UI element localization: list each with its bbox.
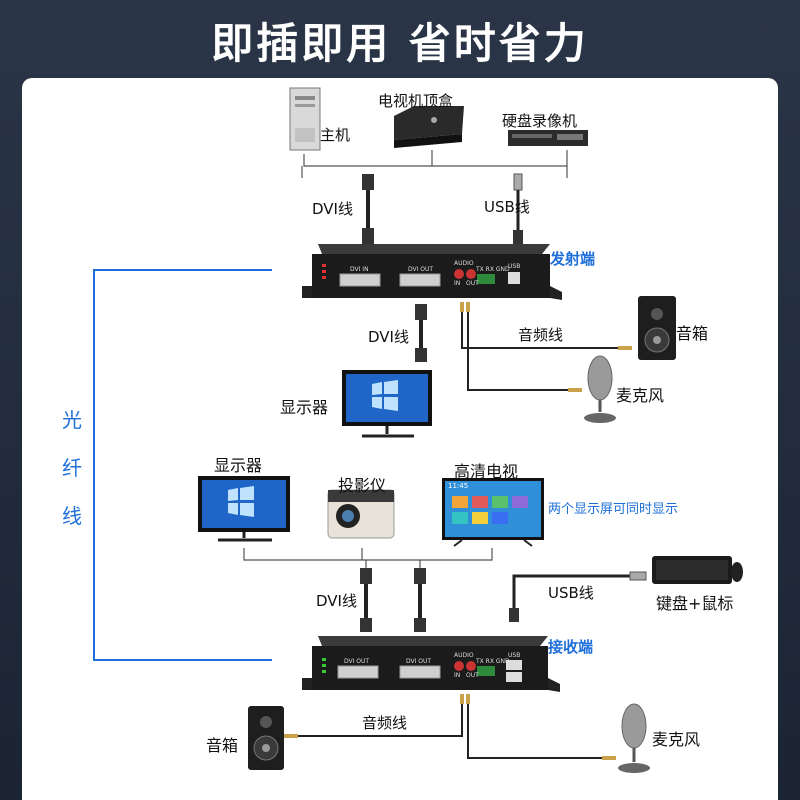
usb-cable-bottom (509, 571, 647, 622)
audio-cable-mid-label: 音频线 (518, 326, 564, 344)
monitor-icon-rx (198, 476, 290, 542)
keyboard-mouse-icon (652, 556, 743, 584)
tx-port-dvi-out: DVI OUT (408, 266, 434, 273)
rx-port-tx-rx-gnd: TX RX GND (476, 658, 510, 665)
speaker-top-label: 音箱 (676, 324, 709, 343)
speaker-icon-bottom (248, 706, 284, 770)
hdtv-icon (442, 478, 544, 547)
usb-cable-top (513, 173, 523, 244)
rx-port-audio: AUDIO (454, 652, 474, 659)
tx-port-out: OUT (466, 280, 479, 287)
mic-top-label: 麦克风 (616, 386, 665, 405)
dual-display-note: 两个显示屏可同时显示 (548, 502, 679, 517)
fiber-label-1: 光 (62, 408, 82, 432)
page-title: 即插即用 省时省力 (211, 19, 589, 68)
dvi-cables-bottom (360, 568, 426, 632)
microphone-icon-bottom (618, 703, 650, 773)
rx-port-out: OUT (466, 672, 479, 679)
microphone-icon-top (584, 355, 616, 423)
tx-port-dvi-in: DVI IN (350, 266, 369, 273)
dvi-cable-mid-label: DVI线 (368, 328, 409, 346)
rx-port-usb: USB (508, 652, 521, 659)
hdtv-label: 高清电视 (454, 462, 519, 481)
host-pc-icon (289, 87, 321, 151)
monitor-tx-label: 显示器 (280, 398, 329, 417)
tx-port-tx-rx-gnd: TX RX GND (476, 266, 510, 273)
fiber-label-3: 线 (62, 504, 82, 528)
fiber-label-2: 纤 (62, 456, 82, 480)
receiver-label: 接收端 (548, 638, 594, 656)
dvi-cable-mid (415, 304, 427, 362)
fiber-line (93, 269, 272, 661)
monitor-icon-tx (342, 370, 432, 438)
nvr-icon (508, 130, 588, 146)
host-label: 主机 (320, 126, 351, 144)
audio-cable-bottom-label: 音频线 (362, 714, 408, 732)
mic-bottom-label: 麦克风 (652, 730, 701, 749)
rx-port-dvi-out-1: DVI OUT (344, 658, 370, 665)
projector-icon (327, 489, 395, 539)
audio-cable-mid (460, 302, 632, 392)
usb-cable-bottom-label: USB线 (548, 584, 594, 602)
transmitter-device (302, 244, 562, 300)
tx-port-audio: AUDIO (454, 260, 474, 267)
hdtv-time: 11:45 (448, 482, 469, 490)
dvi-cable-top (362, 174, 374, 244)
speaker-bottom-label: 音箱 (206, 736, 239, 755)
tv-box-icon (394, 106, 464, 148)
audio-cable-bottom (284, 694, 616, 760)
speaker-icon-top (638, 296, 676, 360)
tx-port-usb: USB (508, 263, 521, 270)
usb-cable-top-label: USB线 (484, 198, 530, 216)
rx-port-in: IN (454, 672, 461, 679)
diagram-panel: 主机 电视机顶盒 硬盘录像机 DVI线 USB线 发射端 DVI IN DVI … (22, 78, 778, 800)
transmitter-label: 发射端 (550, 250, 596, 268)
dvi-cable-bottom-label: DVI线 (316, 592, 357, 610)
keyboard-mouse-label: 键盘+鼠标 (656, 594, 734, 613)
dvi-cable-top-label: DVI线 (312, 200, 353, 218)
tx-port-in: IN (454, 280, 461, 287)
diagram-canvas (93, 87, 743, 773)
projector-label: 投影仪 (338, 476, 387, 495)
monitor-rx-label: 显示器 (214, 456, 263, 475)
receiver-device (302, 636, 560, 692)
tv-box-label: 电视机顶盒 (378, 92, 454, 110)
nvr-label: 硬盘录像机 (502, 112, 578, 130)
rx-port-dvi-out-2: DVI OUT (406, 658, 432, 665)
